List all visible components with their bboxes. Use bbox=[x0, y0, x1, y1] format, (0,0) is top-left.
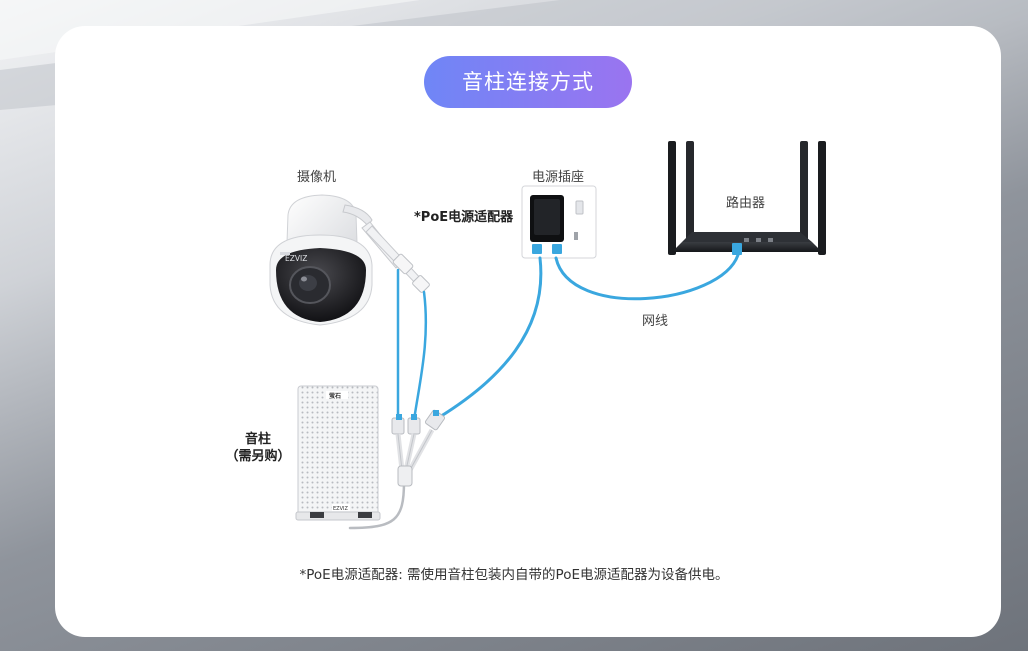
speaker-purchase-note: （需另购） bbox=[225, 449, 291, 464]
camera-label: 摄像机 bbox=[297, 170, 337, 185]
speaker-device bbox=[295, 385, 381, 521]
router-label: 路由器 bbox=[726, 196, 766, 211]
page-title: 音柱连接方式 bbox=[424, 56, 632, 108]
camera-device bbox=[269, 194, 430, 326]
splitter-connectors bbox=[391, 409, 446, 487]
router-device bbox=[668, 141, 826, 255]
speaker-cable bbox=[348, 480, 406, 530]
speaker-brand-top: 萤石 bbox=[329, 392, 341, 400]
camera-cable-2 bbox=[412, 290, 428, 422]
power-socket-label: 电源插座 bbox=[532, 170, 585, 185]
speaker-label: 音柱 bbox=[244, 432, 271, 447]
camera-brand-text: EZVIZ bbox=[285, 254, 307, 263]
poe-adapter-label: *PoE电源适配器 bbox=[414, 210, 514, 225]
footnote: *PoE电源适配器: 需使用音柱包装内自带的PoE电源适配器为设备供电。 bbox=[299, 567, 729, 583]
power-socket-device bbox=[521, 185, 597, 259]
cables bbox=[348, 253, 740, 530]
poe-cable-adapter bbox=[436, 256, 543, 420]
network-cable-label: 网线 bbox=[642, 314, 669, 329]
network-cable-router bbox=[554, 253, 740, 301]
speaker-brand-bottom: EZVIZ bbox=[333, 506, 348, 512]
